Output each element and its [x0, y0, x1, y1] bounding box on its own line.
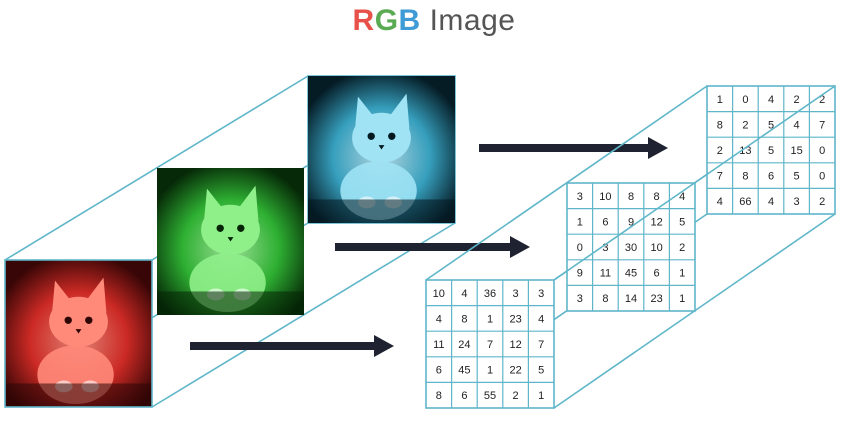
matrix-cell: 4 — [436, 313, 442, 325]
matrix-cell: 3 — [602, 242, 608, 254]
matrix-cell: 4 — [679, 191, 685, 203]
matrix-cell: 2 — [794, 94, 800, 106]
matrix-cell: 2 — [819, 94, 825, 106]
matrix-cell: 2 — [717, 145, 723, 157]
matrix-cell: 1 — [679, 268, 685, 280]
arrow-red — [190, 335, 394, 357]
prism-edge — [4, 75, 309, 261]
green-channel-image — [157, 168, 304, 315]
title-r: R — [352, 4, 375, 37]
matrix-cell: 15 — [790, 145, 802, 157]
green-channel-matrix: 3 10 8 8 4 1 6 9 12 5 0 3 30 10 2 9 11 45 6 1 3 8 14 23 1 — [566, 182, 696, 312]
matrix-cell: 4 — [794, 119, 800, 131]
matrix-cell: 1 — [487, 313, 493, 325]
matrix-cell: 4 — [538, 313, 544, 325]
matrix-cell: 4 — [461, 288, 467, 300]
matrix-cell: 10 — [650, 242, 662, 254]
matrix-cell: 7 — [538, 339, 544, 351]
matrix-cell: 4 — [717, 196, 723, 208]
matrix-cell: 13 — [739, 145, 751, 157]
blue-channel-matrix: 1 0 4 2 2 8 2 5 4 7 2 13 5 15 0 7 8 6 5 0 4 66 4 3 2 — [706, 85, 836, 215]
arrow-blue — [479, 137, 668, 159]
matrix-cell: 10 — [433, 288, 445, 300]
matrix-cell: 22 — [509, 365, 521, 377]
matrix-cell: 5 — [768, 145, 774, 157]
matrix-cell: 8 — [654, 191, 660, 203]
matrix-cell: 3 — [538, 288, 544, 300]
matrix-cell: 8 — [717, 119, 723, 131]
matrix-cell: 1 — [679, 293, 685, 305]
matrix-cell: 6 — [602, 216, 608, 228]
matrix-cell: 8 — [436, 390, 442, 402]
matrix-cell: 8 — [742, 171, 748, 183]
matrix-cell: 0 — [819, 145, 825, 157]
prism-front-face — [4, 259, 153, 408]
matrix-cell: 9 — [577, 268, 583, 280]
matrix-cell: 12 — [650, 216, 662, 228]
matrix-cell: 2 — [819, 196, 825, 208]
blue-channel-image — [308, 76, 455, 223]
matrix-cell: 6 — [768, 171, 774, 183]
matrix-cell: 23 — [509, 313, 521, 325]
matrix-cell: 8 — [461, 313, 467, 325]
matrix-cell: 14 — [625, 293, 637, 305]
matrix-cell: 3 — [577, 293, 583, 305]
matrix-cell: 45 — [458, 365, 470, 377]
matrix-cell: 11 — [600, 268, 611, 280]
matrix-cell: 24 — [458, 339, 470, 351]
page-title: RGB Image — [0, 4, 868, 38]
matrix-cell: 11 — [433, 339, 444, 351]
matrix-cell: 5 — [679, 216, 685, 228]
matrix-cell: 9 — [628, 216, 634, 228]
matrix-cell: 10 — [599, 191, 611, 203]
red-channel-image — [5, 260, 152, 407]
title-g: G — [374, 4, 399, 37]
matrix-cell: 45 — [625, 268, 637, 280]
matrix-cell: 3 — [794, 196, 800, 208]
matrix-cell: 12 — [509, 339, 521, 351]
matrix-cell: 5 — [768, 119, 774, 131]
matrix-cell: 2 — [742, 119, 748, 131]
matrix-cell: 1 — [577, 216, 583, 228]
matrix-cell: 3 — [513, 288, 519, 300]
matrix-cell: 5 — [794, 171, 800, 183]
matrix-cell: 8 — [602, 293, 608, 305]
matrix-cell: 6 — [654, 268, 660, 280]
matrix-cell: 6 — [461, 390, 467, 402]
matrix-cell: 6 — [436, 365, 442, 377]
matrix-cell: 0 — [819, 171, 825, 183]
matrix-cell: 36 — [484, 288, 496, 300]
matrix-cell: 7 — [819, 119, 825, 131]
matrix-cell: 1 — [487, 365, 493, 377]
arrow-green — [335, 236, 530, 258]
matrix-cell: 2 — [679, 242, 685, 254]
arrows — [190, 137, 668, 357]
matrix-cell: 7 — [717, 171, 723, 183]
matrix-cell: 8 — [628, 191, 634, 203]
matrix-cell: 3 — [577, 191, 583, 203]
matrix-cell: 4 — [768, 196, 774, 208]
matrix-cell: 4 — [768, 94, 774, 106]
matrix-cell: 30 — [625, 242, 637, 254]
matrix-cell: 55 — [484, 390, 496, 402]
matrix-cell: 23 — [650, 293, 662, 305]
matrix-cell: 1 — [717, 94, 723, 106]
matrix-cell: 5 — [538, 365, 544, 377]
title-rest: Image — [429, 4, 516, 37]
matrix-cell: 0 — [742, 94, 748, 106]
image-stack — [5, 76, 455, 407]
matrix-cell: 7 — [487, 339, 493, 351]
red-channel-matrix: 10 4 36 3 3 4 8 1 23 4 11 24 7 12 7 6 45 1 22 5 8 6 55 2 1 — [425, 279, 555, 409]
matrix-cell: 1 — [538, 390, 544, 402]
title-b: B — [398, 4, 421, 37]
matrix-cell: 66 — [739, 196, 751, 208]
matrix-prism-edge — [553, 85, 836, 281]
matrix-cell: 0 — [577, 242, 583, 254]
matrix-cell: 2 — [513, 390, 519, 402]
